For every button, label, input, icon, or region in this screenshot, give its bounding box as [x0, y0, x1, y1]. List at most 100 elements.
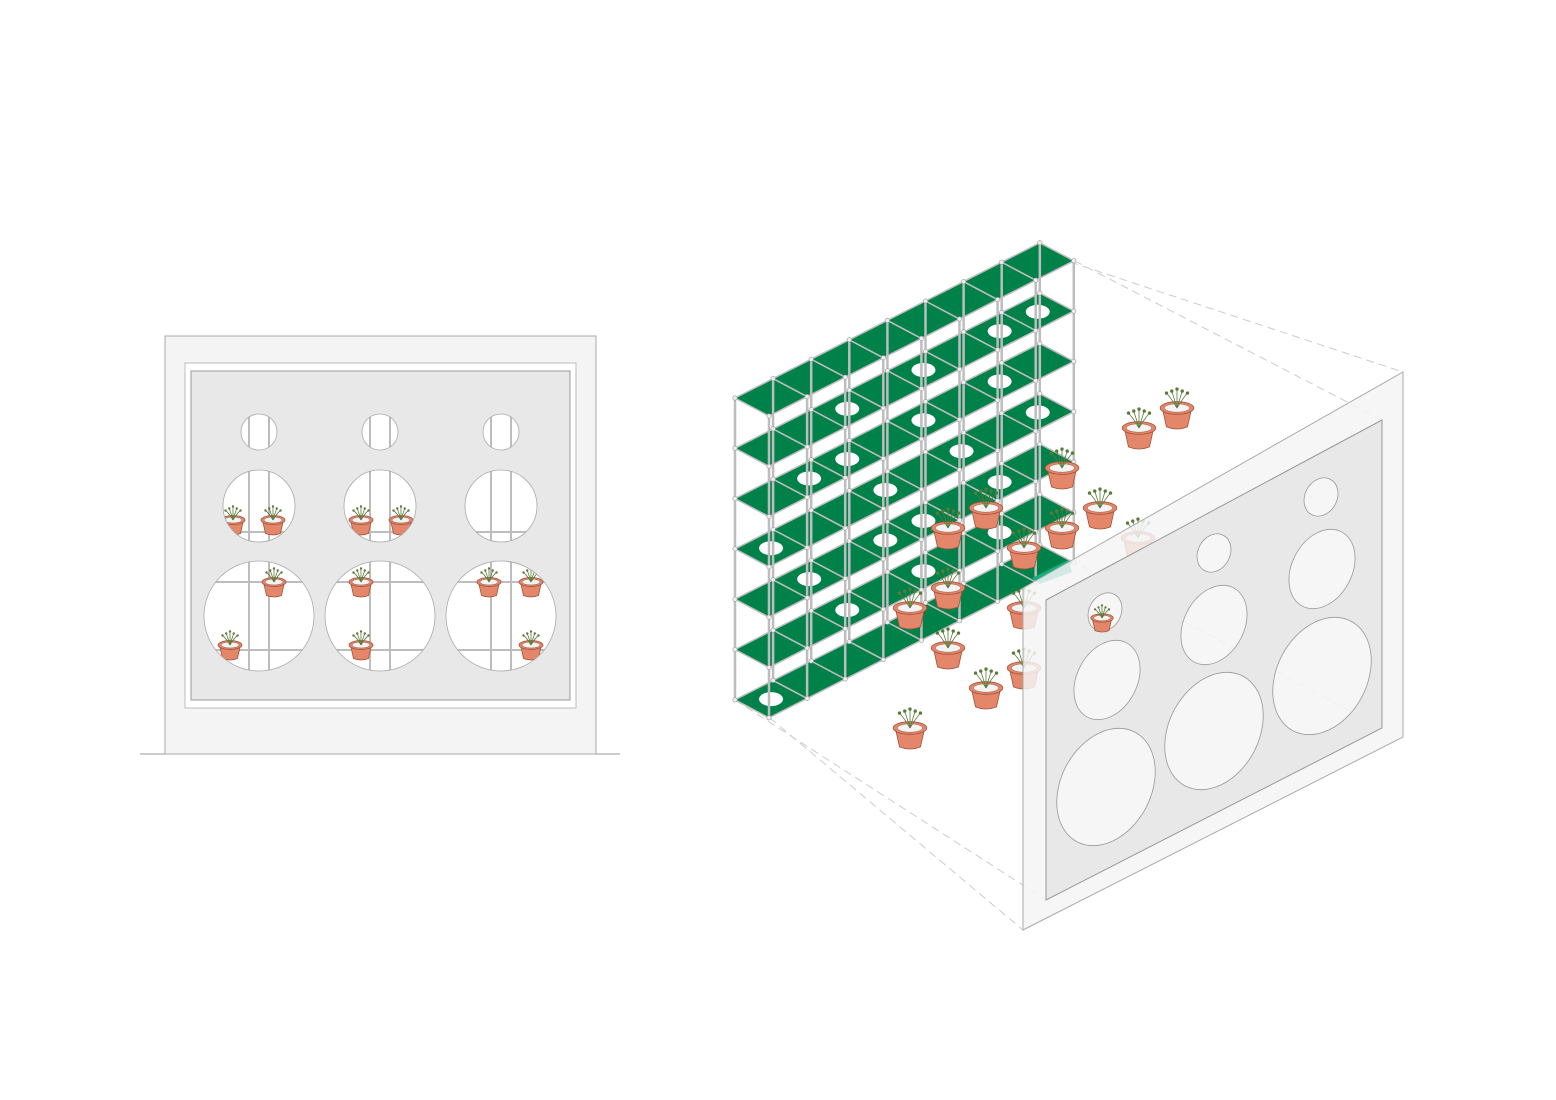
- joint-node: [842, 575, 848, 581]
- joint-node: [922, 600, 928, 606]
- joint-node: [884, 418, 890, 424]
- plant-leaf: [1055, 449, 1059, 453]
- joint-node: [1037, 491, 1043, 497]
- joint-node: [995, 548, 1001, 554]
- plant-leaf: [984, 667, 988, 671]
- pot-hole: [1025, 304, 1050, 319]
- circular-opening: [343, 469, 417, 543]
- joint-node: [884, 519, 890, 525]
- joint-node: [995, 598, 1001, 604]
- joint-node: [999, 309, 1005, 315]
- panel-surface: [1045, 419, 1383, 901]
- joint-node: [846, 387, 852, 393]
- plant-leaf: [1011, 651, 1016, 655]
- joint-node: [884, 468, 890, 474]
- joint-node: [995, 447, 1001, 453]
- joint-node: [770, 526, 776, 532]
- plant-leaf: [1049, 511, 1054, 515]
- plant-leaf: [1147, 411, 1152, 415]
- circular-opening: [482, 413, 520, 451]
- joint-node: [732, 697, 738, 703]
- panel-opening: [1180, 584, 1248, 666]
- plant-leaf: [1017, 649, 1021, 653]
- joint-node: [884, 569, 890, 575]
- joint-node: [770, 677, 776, 683]
- pot-hole: [911, 413, 936, 428]
- pot-hole: [797, 471, 822, 486]
- joint-node: [846, 488, 852, 494]
- joint-node: [732, 496, 738, 502]
- joint-node: [846, 538, 852, 544]
- plant-leaf: [1032, 531, 1037, 535]
- joint-node: [770, 627, 776, 633]
- plant-leaf: [897, 711, 902, 715]
- plant-leaf: [1060, 507, 1064, 511]
- joint-node: [961, 279, 967, 285]
- joint-node: [808, 557, 814, 563]
- plant-leaf: [1093, 489, 1097, 493]
- plant-leaf: [1180, 389, 1184, 393]
- joint-node: [995, 397, 1001, 403]
- plant-leaf: [941, 509, 945, 513]
- plant-pot: [1090, 604, 1114, 633]
- plant-leaf: [1027, 529, 1031, 533]
- joint-node: [766, 564, 772, 570]
- joint-node: [770, 376, 776, 382]
- plant-pot: [1082, 487, 1118, 530]
- plant-leaf: [979, 669, 983, 673]
- pot-hole: [987, 324, 1012, 339]
- plant-leaf: [1137, 407, 1141, 411]
- plant-leaf: [951, 569, 955, 573]
- pot-hole: [759, 541, 784, 556]
- joint-node: [842, 676, 848, 682]
- plant-leaf: [973, 671, 978, 675]
- joint-node: [961, 379, 967, 385]
- joint-node: [766, 664, 772, 670]
- joint-node: [732, 546, 738, 552]
- joint-node: [1071, 308, 1077, 314]
- projection-line: [769, 717, 1024, 931]
- joint-node: [884, 619, 890, 625]
- joint-node: [732, 395, 738, 401]
- plant-leaf: [956, 511, 961, 515]
- pot-hole: [759, 692, 784, 707]
- joint-node: [922, 298, 928, 304]
- pot-hole: [835, 603, 860, 617]
- plant-leaf: [1136, 517, 1140, 521]
- joint-node: [956, 618, 962, 624]
- plant-leaf: [1065, 509, 1069, 513]
- joint-node: [922, 348, 928, 354]
- pot-hole: [797, 572, 822, 587]
- plant-leaf: [946, 567, 950, 571]
- joint-node: [918, 486, 924, 492]
- joint-node: [842, 424, 848, 430]
- plant-leaf: [989, 489, 993, 493]
- perforated-panel: [1022, 371, 1404, 931]
- joint-node: [1071, 358, 1077, 364]
- plant-pot: [1044, 447, 1080, 490]
- joint-node: [999, 410, 1005, 416]
- joint-node: [1033, 277, 1039, 283]
- joint-node: [918, 436, 924, 442]
- joint-node: [766, 614, 772, 620]
- joint-node: [770, 426, 776, 432]
- joint-node: [922, 449, 928, 455]
- joint-node: [804, 645, 810, 651]
- pot-hole: [1025, 405, 1050, 420]
- plant-leaf: [946, 627, 950, 631]
- plant-leaf: [1070, 511, 1075, 515]
- joint-node: [880, 506, 886, 512]
- joint-node: [1033, 378, 1039, 384]
- plant-leaf: [1175, 387, 1179, 391]
- joint-node: [956, 517, 962, 523]
- plant-leaf: [1170, 389, 1174, 393]
- joint-node: [995, 498, 1001, 504]
- joint-node: [770, 476, 776, 482]
- plant-leaf: [1131, 519, 1135, 523]
- plant-leaf: [1098, 487, 1102, 491]
- plant-leaf: [908, 587, 912, 591]
- plant-leaf: [994, 491, 999, 495]
- joint-node: [1033, 428, 1039, 434]
- plant-leaf: [1107, 608, 1111, 611]
